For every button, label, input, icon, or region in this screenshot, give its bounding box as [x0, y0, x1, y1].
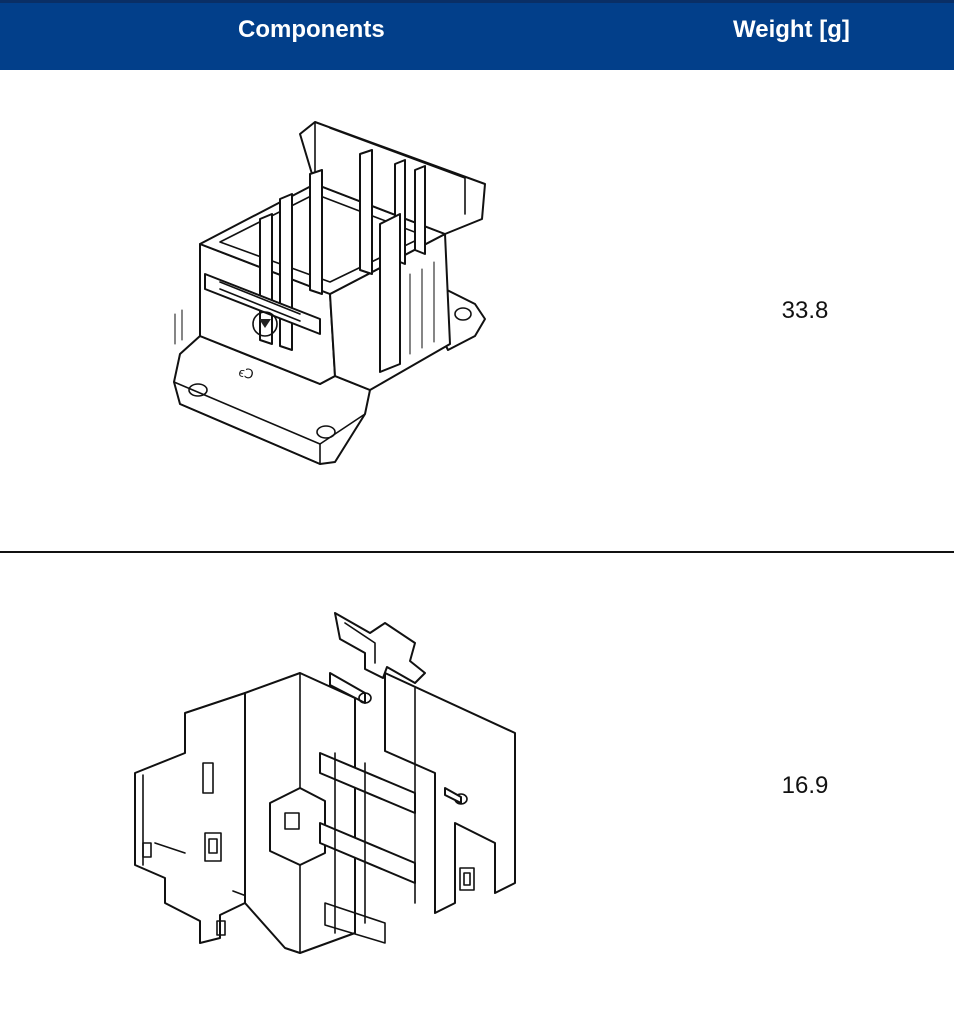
column-header-weight: Weight [g] — [733, 16, 850, 43]
table-row: 16.9 — [0, 553, 954, 1010]
table-header: Components Weight [g] — [0, 0, 954, 70]
weight-value: 33.8 — [781, 297, 829, 324]
housing-base-drawing: ϵↃ — [160, 114, 500, 474]
svg-text:ϵↃ: ϵↃ — [237, 364, 255, 382]
frame-part-drawing — [125, 603, 525, 973]
column-header-components: Components — [238, 16, 385, 43]
weight-value: 16.9 — [781, 772, 829, 799]
row-divider — [0, 551, 954, 553]
table-row: ϵↃ 33.8 — [0, 70, 954, 552]
